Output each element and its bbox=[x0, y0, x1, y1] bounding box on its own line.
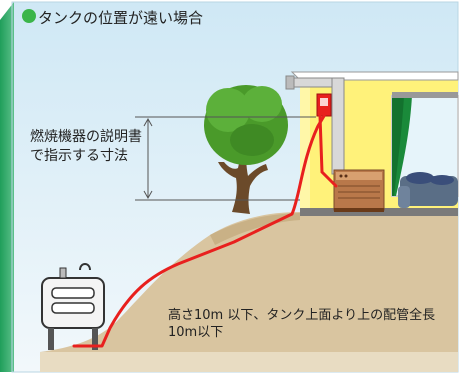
ground bbox=[40, 352, 458, 372]
diagram-title: タンクの位置が遠い場合 bbox=[38, 9, 204, 27]
oil-tank bbox=[41, 263, 105, 350]
title-dot-icon bbox=[22, 9, 36, 23]
side-band bbox=[0, 2, 14, 372]
hill bbox=[40, 212, 458, 372]
oil-valve-box bbox=[316, 93, 332, 117]
sofa bbox=[398, 172, 458, 208]
supply-pipe bbox=[72, 114, 326, 348]
tree bbox=[204, 85, 288, 214]
condition-note: 高さ10m 以下、タンク上面より上の配管全長10m以下 bbox=[168, 308, 436, 340]
dimension-label: 燃焼機器の説明書で指示する寸法 bbox=[30, 129, 142, 164]
heater bbox=[333, 169, 385, 212]
dimension-marker bbox=[135, 116, 316, 201]
